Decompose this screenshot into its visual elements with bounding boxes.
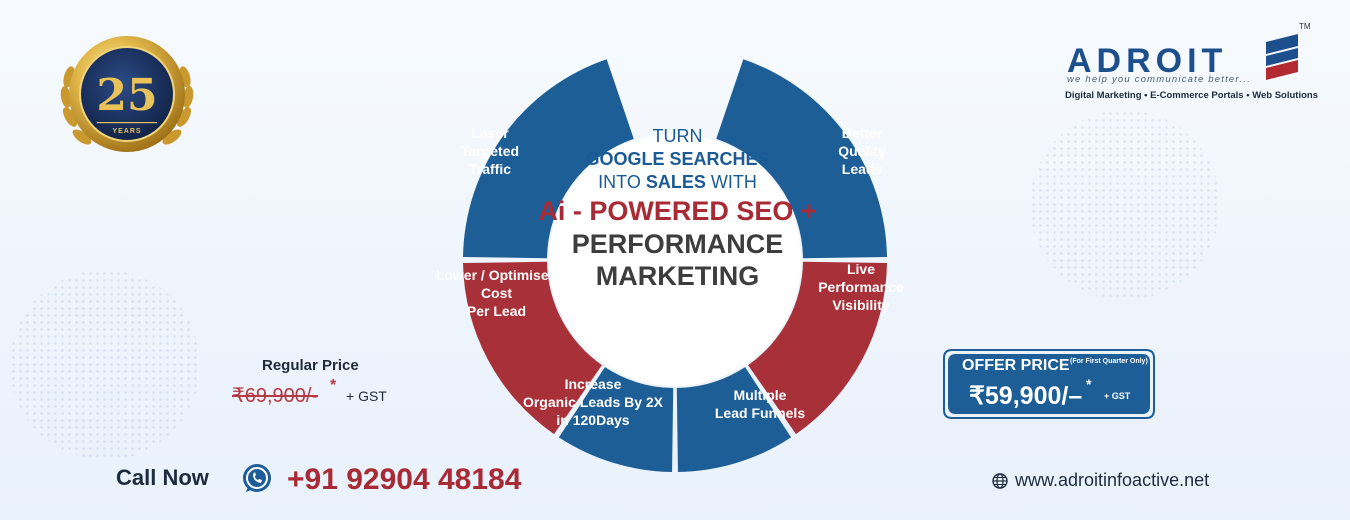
logo-flag-icon bbox=[1266, 34, 1298, 80]
phone-number[interactable]: +91 92904 48184 bbox=[287, 463, 522, 496]
headline-line-1: TURN bbox=[652, 126, 703, 146]
headline-line-5: PERFORMANCE bbox=[571, 229, 784, 259]
offer-price-box[interactable]: OFFER PRICE (For First Quarter Only) ₹59… bbox=[940, 344, 1158, 424]
globe-icon bbox=[992, 473, 1008, 489]
badge-label: YEARS bbox=[112, 128, 141, 135]
headline-line-2: GOOGLE SEARCHES bbox=[585, 149, 770, 169]
wheel-segment-lead-funnels bbox=[676, 367, 792, 472]
wheel-segment-lower-cost bbox=[463, 261, 602, 435]
badge-number: 25 bbox=[96, 70, 157, 121]
logo-trademark: TM bbox=[1299, 22, 1311, 31]
offer-price-gst: + GST bbox=[1104, 391, 1131, 401]
wheel-segment-laser-traffic bbox=[463, 59, 634, 259]
website-link[interactable]: www.adroitinfoactive.net bbox=[1015, 470, 1210, 490]
regular-price-label: Regular Price bbox=[262, 357, 359, 374]
offer-price-title: OFFER PRICE bbox=[962, 357, 1070, 374]
offer-price-note: (For First Quarter Only) bbox=[1070, 358, 1148, 365]
regular-price-value: ₹69,900/- bbox=[232, 385, 319, 407]
logo-tagline: we help you communicate better... bbox=[1067, 74, 1251, 85]
decorative-dots-right bbox=[1030, 110, 1220, 300]
wheel-segment-live-visibility bbox=[748, 261, 887, 435]
regular-price-gst: + GST bbox=[346, 388, 387, 404]
offer-price-background bbox=[943, 349, 1155, 419]
headline-line-6: MARKETING bbox=[595, 261, 760, 291]
logo-wordmark: ADROIT bbox=[1067, 42, 1228, 80]
headline-line-4: Ai - POWERED SEO + bbox=[538, 196, 817, 226]
adroit-logo[interactable]: ADROIT TM we help you communicate better… bbox=[1062, 22, 1318, 106]
regular-price-asterisk: * bbox=[330, 377, 337, 394]
call-now-label: Call Now bbox=[116, 465, 209, 490]
anniversary-badge: 25 YEARS bbox=[60, 36, 194, 152]
headline-line-3: INTO SALES WITH bbox=[598, 172, 757, 192]
offer-price-value: ₹59,900/– bbox=[969, 382, 1083, 410]
logo-services: Digital Marketing • E-Commerce Portals •… bbox=[1065, 90, 1318, 101]
wheel-center bbox=[549, 134, 801, 386]
offer-price-asterisk: * bbox=[1086, 376, 1092, 392]
decorative-dots-left bbox=[10, 270, 200, 460]
wheel-segment-better-leads bbox=[716, 59, 887, 259]
wheel-segment-organic-leads bbox=[558, 367, 674, 472]
services-wheel bbox=[463, 59, 887, 472]
whatsapp-icon[interactable] bbox=[240, 462, 274, 496]
